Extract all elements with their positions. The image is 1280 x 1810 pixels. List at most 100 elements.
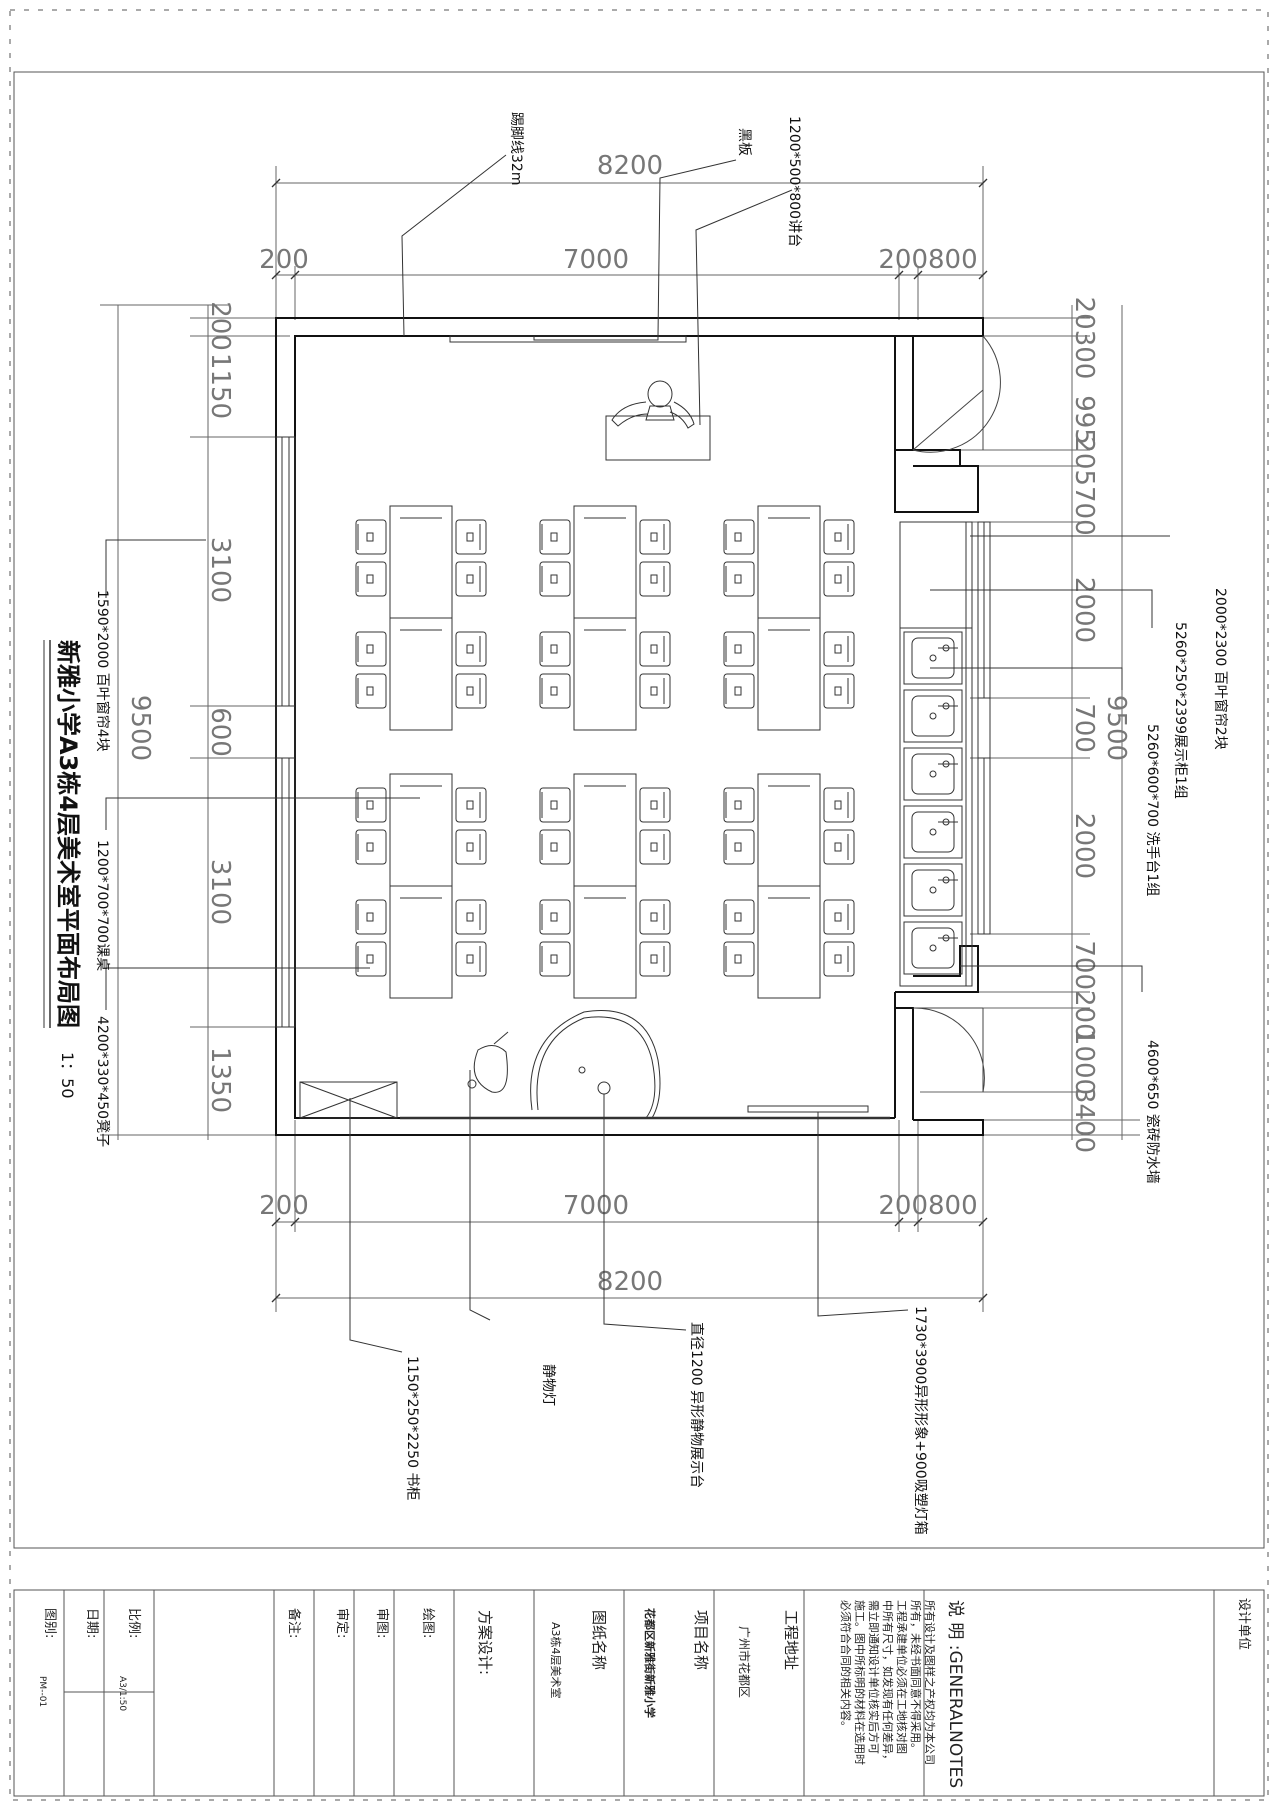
label-skirting: 踢脚线32m xyxy=(508,112,524,185)
scale-label: 比例: xyxy=(126,1608,141,1638)
windows-left xyxy=(275,436,296,1028)
sink-basin xyxy=(903,689,963,743)
stool xyxy=(539,631,571,667)
dim-top-mid: 7000 xyxy=(563,245,629,275)
dim-right-5: 700 xyxy=(1069,703,1099,753)
sink-basin xyxy=(903,631,963,685)
stool xyxy=(355,561,387,597)
date-label: 日期: xyxy=(84,1608,99,1638)
number-label: 图别: xyxy=(42,1608,57,1638)
stool xyxy=(823,631,855,667)
leader-lines xyxy=(105,154,1170,1353)
label-sink: 5260*600*700 洗手台1组 xyxy=(1144,724,1160,896)
sheet-label: 图纸名称 xyxy=(590,1610,608,1670)
notes-line: 工程承建单位必须在工地核对图 xyxy=(895,1600,909,1754)
dimension-lines xyxy=(100,166,1140,1312)
drawing-scale: 1：50 xyxy=(58,1052,77,1099)
dim-right-8: 1000 xyxy=(1069,1029,1099,1095)
title-block-text: 设计单位 说 明 :GENERALNOTES 所有设计及图样之产权均为本公司 所… xyxy=(37,1598,1251,1788)
bookcase xyxy=(299,1081,398,1119)
desk-cluster xyxy=(723,505,855,731)
stool xyxy=(639,519,671,555)
annotations: 踢脚线32m 黑板 1200*500*800讲台 2000*2300 百叶窗帘2… xyxy=(94,112,1229,1535)
stool xyxy=(723,829,755,865)
stool xyxy=(539,787,571,823)
display-cabinet xyxy=(899,521,973,987)
stool xyxy=(823,519,855,555)
stool xyxy=(823,899,855,935)
stool xyxy=(539,519,571,555)
dim-left-6: 1350 xyxy=(205,1047,235,1113)
address-value: 广州市花都区 xyxy=(737,1626,752,1698)
sheet-border xyxy=(9,9,1269,1801)
label-blackboard: 黑板 xyxy=(736,128,752,156)
dim-right-total: 9500 xyxy=(1101,695,1131,761)
sink-basin xyxy=(903,921,963,975)
notes-line: 所有，未经书面同意不得采用。 xyxy=(909,1600,923,1754)
dim-right-7: 700200 xyxy=(1069,940,1099,1039)
stool xyxy=(639,787,671,823)
notes-line: 必须符合合同的相关内容。 xyxy=(839,1600,853,1732)
sinks xyxy=(903,631,963,975)
design-unit-label: 设计单位 xyxy=(1236,1598,1251,1650)
desk-cluster xyxy=(539,773,671,999)
label-stool: 4200*330*450凳子 xyxy=(94,1016,110,1147)
remarks-label: 备注: xyxy=(286,1608,302,1638)
dim-right-4: 2000 xyxy=(1069,577,1099,643)
stool xyxy=(455,631,487,667)
dim-left-2: 1150 xyxy=(205,353,235,419)
dim-right-3: 205700 xyxy=(1069,436,1099,535)
door-upper xyxy=(912,389,984,451)
stool xyxy=(823,941,855,977)
sink-basin xyxy=(903,747,963,801)
notes-title: 说 明 :GENERALNOTES xyxy=(945,1600,965,1788)
label-display-cabinet: 5260*250*2399展示柜1组 xyxy=(1172,622,1188,799)
dim-right-6: 2000 xyxy=(1069,813,1099,879)
label-still-lamp: 静物灯 xyxy=(540,1364,556,1406)
stool xyxy=(355,519,387,555)
number-value: PM--01 xyxy=(37,1676,47,1707)
stool xyxy=(539,941,571,977)
stool xyxy=(355,829,387,865)
review-label: 审图: xyxy=(374,1608,389,1638)
stool xyxy=(639,561,671,597)
desk-cluster xyxy=(355,505,487,731)
lectern xyxy=(605,380,711,461)
stool xyxy=(723,561,755,597)
label-desk: 1200*700*700课桌 xyxy=(94,840,110,971)
stool xyxy=(455,941,487,977)
stool xyxy=(723,673,755,709)
door-lower-swing xyxy=(912,1007,985,1093)
stool xyxy=(455,787,487,823)
stool xyxy=(823,787,855,823)
stool xyxy=(355,941,387,977)
stool xyxy=(455,519,487,555)
dimension-ticks xyxy=(271,178,988,1303)
desk-cluster xyxy=(539,505,671,731)
stool xyxy=(823,561,855,597)
stool xyxy=(639,673,671,709)
scale-value: A3/1:50 xyxy=(117,1676,127,1711)
dim-left-4: 600 xyxy=(205,707,235,757)
stool xyxy=(455,899,487,935)
stool xyxy=(355,673,387,709)
label-lightbox: 1730*3900异形形象+900吸塑灯箱 xyxy=(912,1306,928,1535)
stool xyxy=(723,631,755,667)
sink-basin xyxy=(903,863,963,917)
dim-left-1: 200 xyxy=(205,301,235,351)
dim-right-9: 3400 xyxy=(1069,1087,1099,1153)
project-value: 花都区新雅街新雅小学 xyxy=(643,1608,657,1718)
doors xyxy=(912,335,1001,1093)
stool xyxy=(539,899,571,935)
dim-bottom-left: 200 xyxy=(259,1191,309,1221)
scheme-label: 方案设计: xyxy=(476,1610,494,1675)
notes-line: 中所有尺寸，如发现有任何差异， xyxy=(881,1600,895,1765)
drawn-label: 绘图: xyxy=(420,1608,435,1638)
dim-top-left: 200 xyxy=(259,245,309,275)
stool xyxy=(539,829,571,865)
approve-label: 审定: xyxy=(334,1608,349,1638)
sheet-value: A3栋4层美术室 xyxy=(549,1622,563,1699)
drawing-title: 新雅小学A3栋4层美术室平面布局图 xyxy=(54,640,82,1028)
label-lectern: 1200*500*800讲台 xyxy=(786,116,802,247)
door-upper-swing xyxy=(912,335,1001,453)
